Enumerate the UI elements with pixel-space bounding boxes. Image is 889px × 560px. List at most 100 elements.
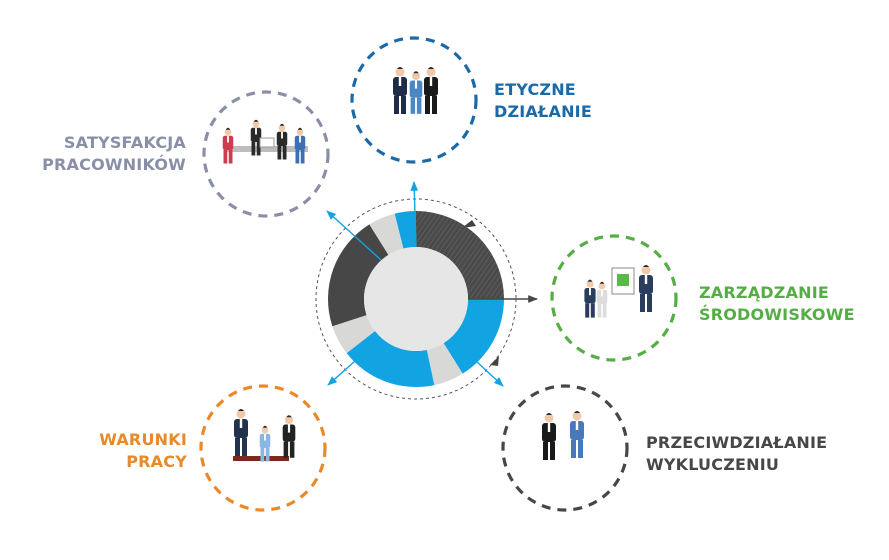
person-body — [222, 135, 234, 150]
donut-segment-light — [369, 213, 404, 255]
label-line: DZIAŁANIE — [494, 102, 592, 121]
node-circle-zarzadzanie — [550, 234, 678, 362]
workers-at-desk-icon — [233, 409, 296, 462]
meeting-table-icon — [222, 119, 308, 164]
donut-segment-blue — [346, 331, 435, 388]
person-leg — [256, 142, 261, 156]
person-head — [296, 128, 304, 136]
person-head — [426, 67, 436, 77]
person-leg — [277, 146, 282, 160]
person-hair — [397, 67, 403, 69]
person-body — [282, 424, 296, 442]
person-leg — [410, 97, 416, 114]
person-body — [424, 77, 438, 96]
label-line: SATYSFAKCJA — [63, 133, 186, 152]
label-line: WYKLUCZENIU — [646, 455, 780, 474]
donut-segment-light — [426, 343, 463, 386]
person-shirt — [227, 135, 229, 143]
person-head — [236, 409, 246, 419]
person-leg — [432, 96, 437, 114]
person-head — [261, 426, 269, 434]
person-body — [294, 135, 306, 150]
person-hair — [587, 279, 593, 282]
person-leg — [416, 97, 422, 114]
person-head — [586, 280, 594, 288]
person-leg — [295, 150, 300, 164]
person-leg — [242, 438, 247, 456]
person-hair — [238, 409, 244, 411]
person-body — [409, 80, 423, 98]
person-shirt — [299, 135, 301, 143]
person-leg — [394, 96, 399, 114]
person-head — [544, 413, 554, 423]
person-leg — [590, 303, 595, 318]
label-line: ETYCZNE — [494, 80, 576, 99]
two-women-icon — [542, 411, 584, 460]
person-hair — [599, 281, 605, 284]
laptop — [259, 137, 275, 148]
person-leg — [578, 440, 583, 458]
person-head — [641, 265, 651, 275]
label-line: ZARZĄDZANIE — [699, 283, 830, 302]
person-hair — [297, 127, 303, 130]
label-line: PRACY — [126, 452, 187, 471]
presentation-icon — [584, 265, 653, 318]
label-przeciwdzialanie-wykluczeniu: PRZECIWDZIAŁANIE WYKLUCZENIU — [646, 432, 827, 476]
donut-segment-dark — [328, 224, 389, 327]
person-body — [596, 289, 608, 304]
person-head — [598, 282, 606, 290]
donut-segment-blue — [394, 211, 416, 249]
person-hair — [643, 265, 649, 267]
person-leg — [543, 442, 548, 460]
person-leg — [235, 438, 240, 456]
person-body — [234, 419, 248, 438]
person-leg — [571, 440, 576, 458]
donut-segment-dark-hatched — [416, 211, 504, 299]
person-shirt — [414, 80, 418, 89]
person-body — [584, 288, 596, 304]
orbit-arrow-icon — [490, 356, 499, 366]
person-leg — [640, 294, 645, 312]
person-shirt — [547, 423, 551, 432]
person-body — [259, 433, 271, 448]
person-body — [276, 131, 288, 146]
label-satysfakcja-pracownikow: SATYSFAKCJA PRACOWNIKÓW — [42, 132, 186, 176]
person-hair — [279, 123, 285, 126]
person-hair — [574, 411, 580, 413]
person-shirt — [287, 424, 291, 433]
person-leg — [282, 146, 287, 160]
person-hair — [262, 425, 268, 428]
person-leg — [550, 442, 555, 460]
donut-segment-blue — [443, 299, 504, 374]
person-leg — [425, 96, 430, 114]
person-shirt — [281, 131, 283, 139]
business-people-standing-icon — [393, 67, 438, 114]
person-hair — [546, 413, 552, 415]
person-head — [252, 120, 260, 128]
person-leg — [602, 304, 607, 318]
label-line: PRZECIWDZIAŁANIE — [646, 433, 828, 452]
person-leg — [289, 441, 295, 458]
person-shirt — [644, 275, 648, 284]
meeting-table — [224, 146, 308, 152]
person-body — [250, 127, 262, 142]
label-line: WARUNKI — [99, 430, 187, 449]
node-circle-warunki — [199, 384, 327, 512]
person-leg — [597, 304, 602, 318]
person-leg — [401, 96, 406, 114]
person-leg — [223, 150, 228, 164]
person-shirt — [255, 127, 257, 135]
person-leg — [265, 448, 270, 462]
person-shirt — [429, 77, 433, 86]
person-leg — [228, 150, 233, 164]
flipchart-chart — [617, 274, 629, 286]
person-body — [639, 275, 653, 294]
node-circle-satysfakcja — [202, 90, 330, 218]
person-hair — [225, 127, 231, 130]
donut-center — [364, 247, 468, 351]
person-shirt — [601, 289, 603, 297]
person-body — [542, 423, 556, 442]
label-line: ŚRODOWISKOWE — [699, 305, 855, 324]
